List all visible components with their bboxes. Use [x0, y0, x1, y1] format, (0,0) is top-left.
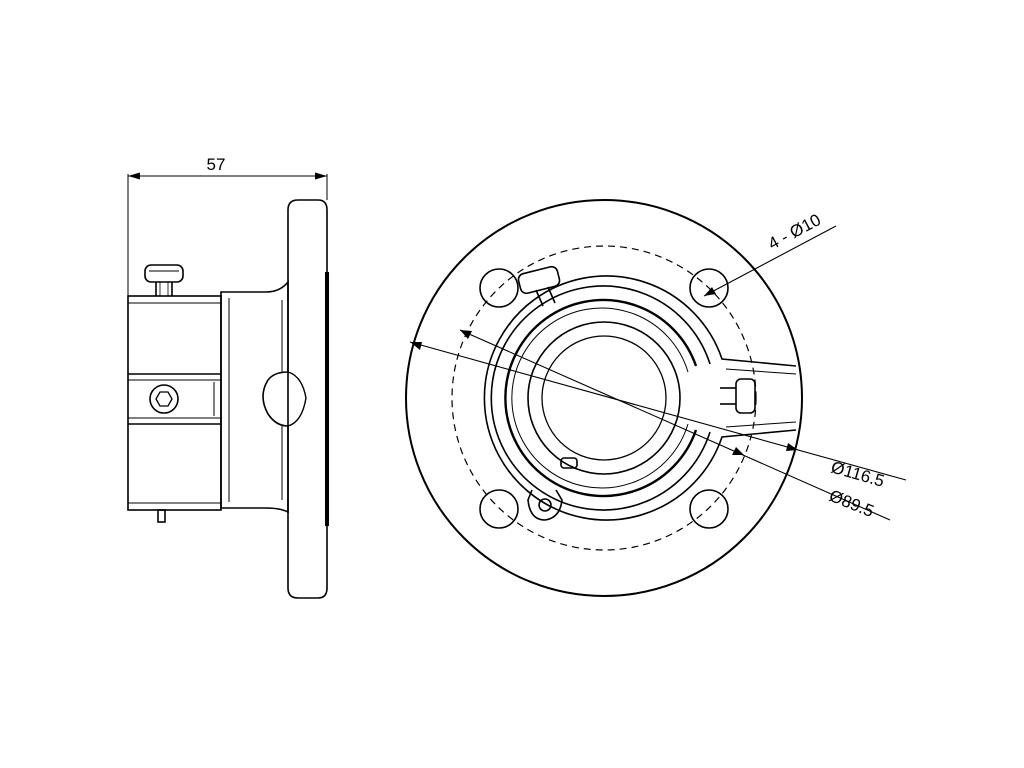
clamp-ring-outer [490, 285, 711, 511]
flange-plate [287, 199, 328, 599]
dimension-arrow [786, 443, 798, 451]
side-view: 57 [127, 155, 329, 599]
mounting-hole [479, 268, 519, 308]
hub-groove [287, 371, 307, 427]
outer-diameter-label: Ø116.5 [829, 458, 887, 491]
hex-socket-icon [155, 391, 173, 407]
clamp-collar [127, 295, 222, 511]
notch-edge [725, 368, 797, 375]
leader-arrow [704, 287, 716, 296]
dimension-arrow [460, 330, 472, 339]
dimension-line [409, 341, 907, 481]
notch-edge [725, 421, 797, 428]
thumb-screw-knob [517, 265, 561, 295]
bolt-circle-dimension: Ø89.5 [459, 329, 891, 521]
hole-callout: 4 - Ø10 [703, 210, 837, 297]
hex-socket-screw [149, 384, 179, 414]
eye-bolt-body [527, 489, 563, 521]
bottom-pin [157, 509, 166, 523]
dimension-arrow-right [315, 172, 327, 180]
eye-bolt-hole [538, 498, 552, 512]
bolt-circle-label: Ø89.5 [827, 486, 877, 521]
flange-outer-circle [405, 199, 803, 597]
mounting-hole [689, 268, 729, 308]
thumb-screw-right [720, 378, 756, 414]
thumb-screw-knob [144, 264, 184, 283]
clamp-ring-inner [504, 298, 698, 498]
front-view: 4 - Ø10 Ø116.5 Ø89.5 [405, 199, 907, 597]
bore-inner [541, 335, 667, 461]
bore-outer [527, 321, 681, 475]
thumb-screw-knob [735, 378, 756, 414]
dimension-arrow-left [128, 172, 140, 180]
hex-screw-head [149, 384, 179, 414]
eye-bolt [527, 489, 563, 521]
thumb-screw-shank [535, 289, 544, 307]
hub-body [220, 279, 289, 514]
boss-outline [483, 275, 797, 521]
mounting-hole [689, 489, 729, 529]
hole-callout-label: 4 - Ø10 [765, 210, 824, 253]
dimension-line [459, 329, 891, 521]
thumb-screw-front [517, 265, 561, 307]
bolt-circle [451, 245, 757, 551]
dimension-arrow [410, 342, 422, 350]
locking-lug [560, 457, 578, 469]
dimension-arrow [732, 447, 744, 455]
leader-line [703, 225, 837, 297]
thumb-screw-top [144, 264, 184, 296]
width-dimension-label: 57 [207, 155, 226, 174]
mounting-hole [479, 489, 519, 529]
thumb-screw-shank [547, 286, 556, 304]
clamp-ring-inner-edge [511, 307, 689, 489]
width-dimension: 57 [127, 155, 328, 298]
